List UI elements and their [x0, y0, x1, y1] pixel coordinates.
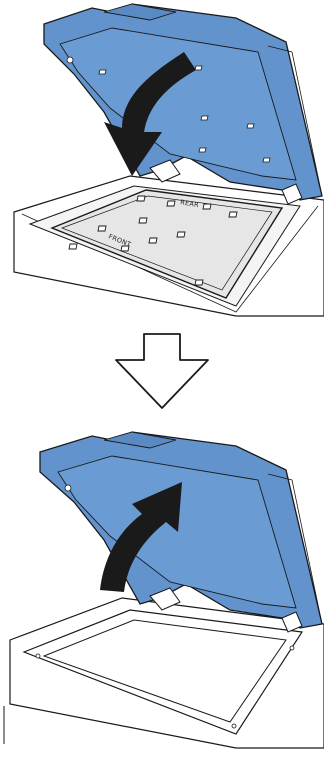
down-arrow	[116, 334, 208, 408]
step1-panel: REAR FRONT	[14, 4, 324, 316]
step2-panel	[4, 432, 324, 748]
